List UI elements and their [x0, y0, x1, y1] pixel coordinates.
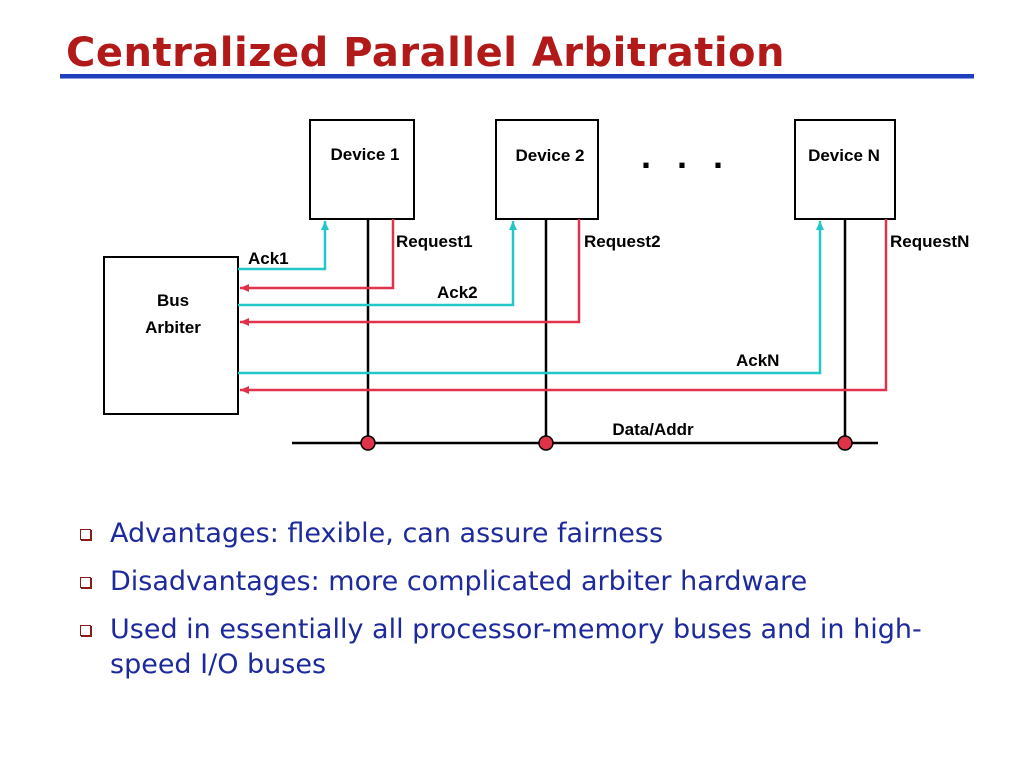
ackn-label: AckN: [736, 351, 779, 370]
request1-label: Request1: [396, 232, 473, 251]
device-2-box: [495, 119, 599, 220]
device-ellipsis: . . .: [641, 135, 731, 176]
bullet-usage: Used in essentially all processor-memory…: [78, 612, 958, 682]
device-1-box: [309, 119, 415, 220]
requestn-label: RequestN: [890, 232, 969, 251]
ack2-line: [238, 221, 517, 307]
bullet-advantages: Advantages: flexible, can assure fairnes…: [78, 516, 958, 551]
request2-line: [240, 219, 581, 326]
device-n-box: [794, 119, 896, 220]
slide-title: Centralized Parallel Arbitration: [66, 30, 785, 76]
device-n-label: Device N: [808, 146, 880, 165]
title-underline: [60, 74, 974, 79]
device-n-bus-tap: [837, 435, 853, 451]
bullet-square-icon: [80, 577, 91, 588]
device-2-label: Device 2: [516, 146, 585, 165]
bus-arbiter-label-line2: Arbiter: [145, 318, 201, 337]
bullet-square-icon: [80, 529, 91, 540]
bullet-text: Disadvantages: more complicated arbiter …: [110, 566, 808, 597]
ackn-line: [238, 221, 824, 375]
device-1-label: Device 1: [331, 145, 400, 164]
bus-arbiter-label-line1: Bus: [157, 291, 189, 310]
bullet-text: Advantages: flexible, can assure fairnes…: [110, 518, 664, 549]
ack1-label: Ack1: [248, 249, 289, 268]
data-addr-label: Data/Addr: [612, 420, 694, 439]
bus-arbiter-box: [103, 256, 239, 415]
request1-line: [240, 219, 395, 292]
device-2-bus-tap: [538, 435, 554, 451]
requestn-line: [240, 219, 888, 394]
bullet-square-icon: [80, 625, 91, 636]
bullet-list: Advantages: flexible, can assure fairnes…: [78, 516, 958, 695]
device-1-bus-tap: [360, 435, 376, 451]
ack1-line: [238, 221, 329, 271]
bullet-text: Used in essentially all processor-memory…: [110, 614, 922, 680]
bullet-disadvantages: Disadvantages: more complicated arbiter …: [78, 564, 958, 599]
ack2-label: Ack2: [437, 283, 478, 302]
bus-arbitration-diagram: Device 1 Device 2 Device N . . . Bus Arb…: [103, 119, 969, 451]
request2-label: Request2: [584, 232, 661, 251]
